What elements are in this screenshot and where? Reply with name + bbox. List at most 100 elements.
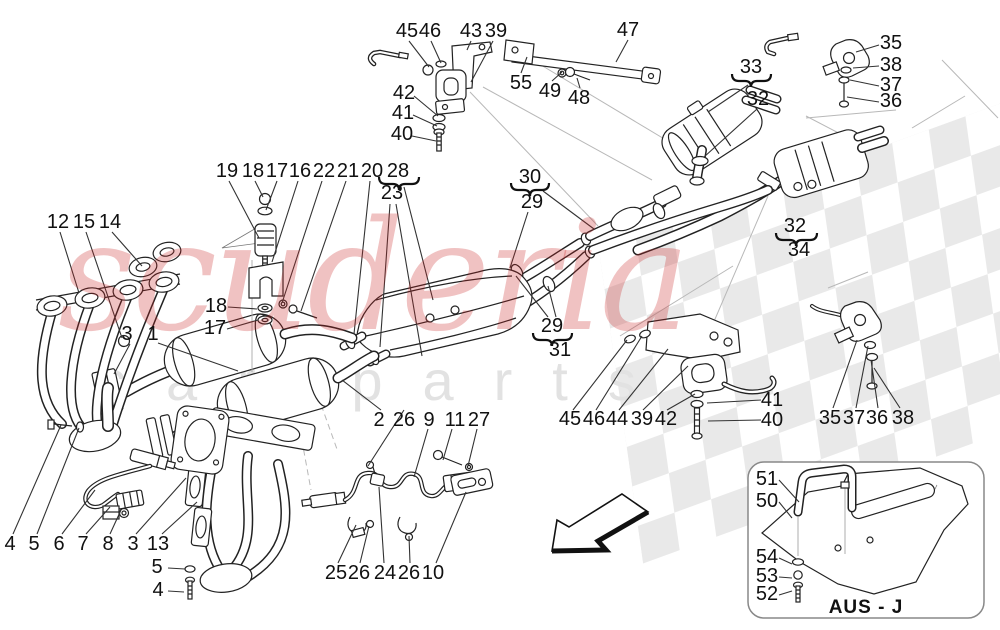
part-callout-34: 34 bbox=[787, 239, 811, 261]
part-callout-18: 18 bbox=[241, 160, 265, 182]
part-callout-5: 5 bbox=[151, 556, 163, 578]
part-callout-25: 25 bbox=[324, 562, 348, 584]
flange-gasket bbox=[170, 405, 230, 475]
part-callout-12: 12 bbox=[46, 211, 70, 233]
nut-icon bbox=[365, 460, 375, 470]
part-callout-1: 1 bbox=[147, 323, 159, 345]
bolt-icon bbox=[47, 419, 55, 430]
cable-clamp-icon bbox=[369, 472, 386, 487]
nut-icon bbox=[793, 570, 803, 580]
clamp-icon bbox=[652, 202, 666, 220]
part-callout-46: 46 bbox=[582, 408, 606, 430]
part-callout-30: 30 bbox=[518, 166, 542, 188]
part-callout-3: 3 bbox=[121, 323, 133, 345]
part-callout-29: 29 bbox=[540, 315, 564, 337]
part-callout-13: 13 bbox=[146, 533, 170, 555]
part-callout-38: 38 bbox=[879, 54, 903, 76]
part-callout-7: 7 bbox=[77, 533, 89, 555]
part-callout-37: 37 bbox=[879, 74, 903, 96]
part-callout-33: 33 bbox=[739, 56, 763, 78]
exhaust-manifold-upper bbox=[35, 241, 182, 453]
part-callout-35: 35 bbox=[879, 32, 903, 54]
part-callout-26: 26 bbox=[347, 562, 371, 584]
inset-box-caption: AUS - J bbox=[828, 597, 904, 618]
clamp-icon bbox=[691, 155, 709, 167]
exhaust-manifold-lower bbox=[47, 405, 316, 600]
part-callout-38: 38 bbox=[891, 407, 915, 429]
part-callout-31: 31 bbox=[548, 339, 572, 361]
hanger-bracket-right bbox=[810, 301, 882, 390]
part-callout-40: 40 bbox=[390, 123, 414, 145]
part-callout-6: 6 bbox=[53, 533, 65, 555]
muffler-left bbox=[661, 85, 782, 186]
part-callout-55: 55 bbox=[509, 72, 533, 94]
loose-gaskets bbox=[128, 241, 182, 278]
part-callout-22: 22 bbox=[312, 160, 336, 182]
part-callout-11: 11 bbox=[444, 409, 466, 431]
hanger-bracket-center bbox=[624, 313, 777, 440]
part-callout-53: 53 bbox=[755, 565, 779, 587]
part-callout-26: 26 bbox=[397, 562, 421, 584]
part-callout-8: 8 bbox=[102, 533, 114, 555]
part-callout-45: 45 bbox=[395, 20, 419, 42]
part-callout-42: 42 bbox=[392, 82, 416, 104]
part-callout-54: 54 bbox=[755, 546, 779, 568]
washer-icon bbox=[791, 558, 805, 566]
part-callout-32: 32 bbox=[783, 215, 807, 237]
part-callout-49: 49 bbox=[538, 80, 562, 102]
part-callout-36: 36 bbox=[879, 90, 903, 112]
part-callout-39: 39 bbox=[630, 408, 654, 430]
bolt-icon bbox=[288, 304, 298, 314]
part-callout-16: 16 bbox=[288, 160, 312, 182]
nut-icon bbox=[117, 334, 131, 348]
part-callout-41: 41 bbox=[760, 389, 784, 411]
manifold-flanges bbox=[36, 271, 180, 317]
part-callout-14: 14 bbox=[98, 211, 122, 233]
part-callout-26: 26 bbox=[392, 409, 416, 431]
part-callout-36: 36 bbox=[865, 407, 889, 429]
part-callout-10: 10 bbox=[421, 562, 445, 584]
part-callout-43: 43 bbox=[459, 20, 483, 42]
part-callout-21: 21 bbox=[336, 160, 360, 182]
oxygen-sensor-middle bbox=[301, 449, 494, 542]
part-callout-42: 42 bbox=[654, 408, 678, 430]
part-callout-47: 47 bbox=[616, 19, 640, 41]
aus-inset-box bbox=[747, 461, 985, 619]
part-callout-29: 29 bbox=[520, 191, 544, 213]
bracket-assembly-top-left bbox=[367, 41, 493, 152]
part-callout-28: 28 bbox=[386, 160, 410, 182]
part-callout-48: 48 bbox=[567, 87, 591, 109]
direction-arrow-icon bbox=[551, 493, 650, 554]
part-callout-46: 46 bbox=[418, 20, 442, 42]
part-callout-23: 23 bbox=[380, 182, 404, 204]
washer-icon bbox=[435, 60, 447, 68]
part-callout-17: 17 bbox=[265, 160, 289, 182]
rubber-mount-stack bbox=[221, 192, 318, 372]
part-callout-40: 40 bbox=[760, 409, 784, 431]
part-callout-45: 45 bbox=[558, 408, 582, 430]
hanger-bracket-top-right bbox=[764, 32, 870, 108]
part-callout-18: 18 bbox=[204, 295, 228, 317]
part-callout-5: 5 bbox=[28, 533, 40, 555]
part-callout-24: 24 bbox=[373, 562, 397, 584]
oxygen-sensor-left bbox=[83, 448, 177, 520]
part-callout-20: 20 bbox=[360, 160, 384, 182]
catalytic-converter-2 bbox=[145, 350, 380, 459]
part-callout-51: 51 bbox=[755, 468, 779, 490]
washer-icon bbox=[257, 206, 273, 216]
part-callout-27: 27 bbox=[467, 409, 491, 431]
nut-icon bbox=[365, 519, 375, 529]
part-callout-4: 4 bbox=[4, 533, 16, 555]
bolt-icon bbox=[564, 66, 576, 78]
clamp-icon bbox=[542, 275, 556, 293]
washer-icon bbox=[184, 565, 196, 573]
part-callout-41: 41 bbox=[391, 102, 415, 124]
part-callout-4: 4 bbox=[152, 579, 164, 601]
part-callout-37: 37 bbox=[842, 407, 866, 429]
part-callout-19: 19 bbox=[215, 160, 239, 182]
part-callout-32: 32 bbox=[746, 88, 770, 110]
part-callout-50: 50 bbox=[755, 490, 779, 512]
clamp-icon bbox=[397, 516, 417, 535]
